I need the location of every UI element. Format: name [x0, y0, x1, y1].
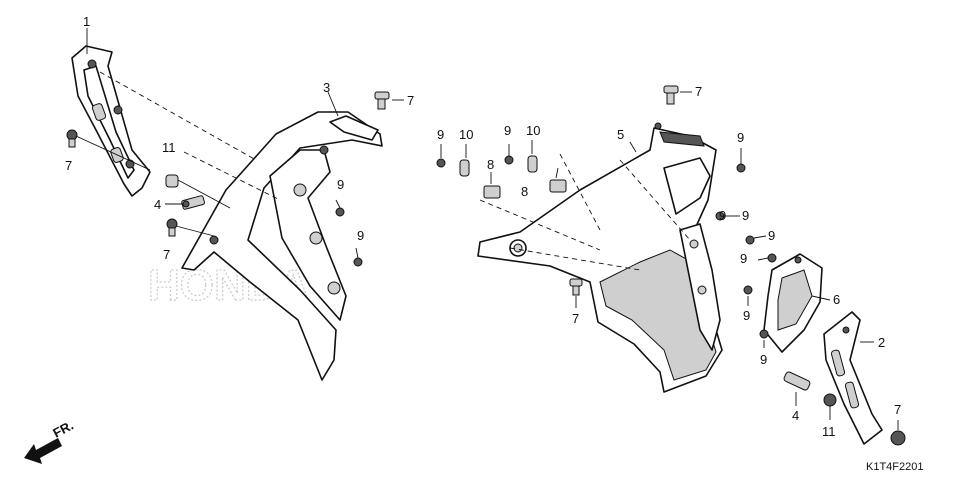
callout-9-i: 9 — [337, 177, 344, 192]
bolt-7-left-lower[interactable] — [166, 218, 178, 237]
callout-9-f: 9 — [740, 251, 747, 266]
callout-7-center-lower: 7 — [572, 311, 579, 326]
callout-6: 6 — [833, 292, 840, 307]
callout-8-b: 8 — [521, 184, 528, 199]
callout-1: 1 — [83, 14, 90, 29]
screw-9-right-a[interactable] — [745, 235, 755, 245]
screw-9-left-b[interactable] — [353, 257, 363, 267]
clip-10-center-a[interactable] — [459, 159, 470, 177]
screw-9-center-a[interactable] — [436, 158, 446, 168]
bolt-7-center-lower[interactable] — [569, 278, 583, 296]
screw-9-right-c[interactable] — [743, 285, 753, 295]
bolt-7-left-cover[interactable] — [374, 91, 390, 110]
screw-9-right-d[interactable] — [759, 329, 769, 339]
part-2-outer-bracket[interactable] — [823, 311, 883, 445]
callout-3: 3 — [323, 80, 330, 95]
callout-10-a: 10 — [459, 127, 473, 142]
callout-9-h: 9 — [760, 352, 767, 367]
callout-7-left-top: 7 — [65, 158, 72, 173]
callout-4-right: 4 — [792, 408, 799, 423]
screw-9-left-a[interactable] — [335, 207, 345, 217]
bolt-7-right[interactable] — [890, 430, 906, 446]
callout-7-left-cover: 7 — [407, 93, 414, 108]
callout-11-left: 11 — [162, 140, 176, 155]
part-1-inner-bracket[interactable] — [71, 45, 151, 197]
diagram-code: K1T4F2201 — [866, 461, 923, 473]
screw-9-right-b[interactable] — [767, 253, 777, 263]
callout-7-center-top: 7 — [695, 84, 702, 99]
callout-4-left: 4 — [154, 197, 161, 212]
front-direction-arrow-icon — [24, 438, 62, 464]
screw-9-center-c[interactable] — [736, 163, 746, 173]
clip-10-center-b[interactable] — [527, 155, 538, 173]
part-4-clip-right[interactable] — [783, 371, 811, 391]
callout-9-j: 9 — [357, 228, 364, 243]
bolt-7-center-top[interactable] — [663, 85, 679, 105]
callout-9-a: 9 — [437, 127, 444, 142]
callout-9-b: 9 — [504, 123, 511, 138]
part-5-side-cover[interactable] — [477, 122, 723, 393]
callout-7-right: 7 — [894, 402, 901, 417]
callout-9-c: 9 — [737, 130, 744, 145]
bolt-7-left-top[interactable] — [66, 129, 78, 148]
callout-10-b: 10 — [526, 123, 540, 138]
part-4-clip-left[interactable] — [181, 195, 205, 210]
callout-2: 2 — [878, 335, 885, 350]
callout-7-left-lower: 7 — [163, 247, 170, 262]
callout-11-right: 11 — [822, 424, 836, 439]
direction-label: FR. — [50, 418, 76, 441]
callout-5: 5 — [617, 127, 624, 142]
callout-9-k: 9 — [719, 208, 726, 223]
screw-9-center-b[interactable] — [504, 155, 514, 165]
part-3-inner-cover[interactable] — [181, 111, 383, 381]
callout-9-d: 9 — [742, 208, 749, 223]
collar-11-right[interactable] — [823, 393, 837, 407]
callout-9-e: 9 — [768, 228, 775, 243]
nut-8-center-a[interactable] — [483, 185, 501, 199]
callout-9-g: 9 — [743, 308, 750, 323]
collar-11-left[interactable] — [165, 174, 179, 188]
part-6-bracket-cover[interactable] — [763, 253, 823, 353]
nut-8-center-b[interactable] — [549, 179, 567, 193]
callout-8-a: 8 — [487, 157, 494, 172]
